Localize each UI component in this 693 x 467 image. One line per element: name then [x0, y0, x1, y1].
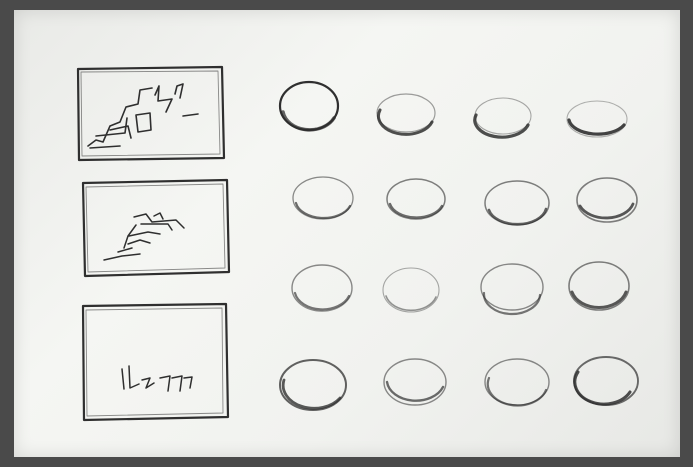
thumbnail-panel-3: [83, 304, 228, 420]
circle-placeholder: [383, 268, 439, 312]
circle-placeholder: [387, 179, 445, 219]
circle-placeholder: [475, 98, 531, 137]
circle-row-4: [280, 357, 638, 410]
circle-row-1: [280, 82, 627, 137]
circle-grid: [280, 82, 638, 410]
circle-placeholder: [280, 360, 346, 410]
circle-placeholder: [377, 94, 435, 134]
circle-row-3: [292, 262, 629, 314]
circle-placeholder: [292, 265, 352, 311]
circle-placeholder: [481, 264, 543, 314]
circle-placeholder: [293, 177, 353, 219]
boat-sketch-icon: [104, 213, 184, 260]
stair-sketch-icon: [88, 84, 198, 148]
circle-placeholder: [569, 262, 629, 310]
circle-placeholder: [567, 101, 627, 137]
thumbnail-panel-1: [78, 67, 224, 160]
circle-placeholder: [384, 359, 446, 405]
circle-placeholder: [485, 181, 549, 225]
thumbnail-panel-2: [83, 180, 229, 276]
circle-placeholder: [280, 82, 338, 130]
handwritten-scribble-icon: [122, 366, 192, 391]
circle-placeholder: [485, 359, 549, 405]
circle-row-2: [293, 177, 637, 225]
circle-placeholder: [574, 357, 638, 405]
circle-placeholder: [577, 178, 637, 222]
